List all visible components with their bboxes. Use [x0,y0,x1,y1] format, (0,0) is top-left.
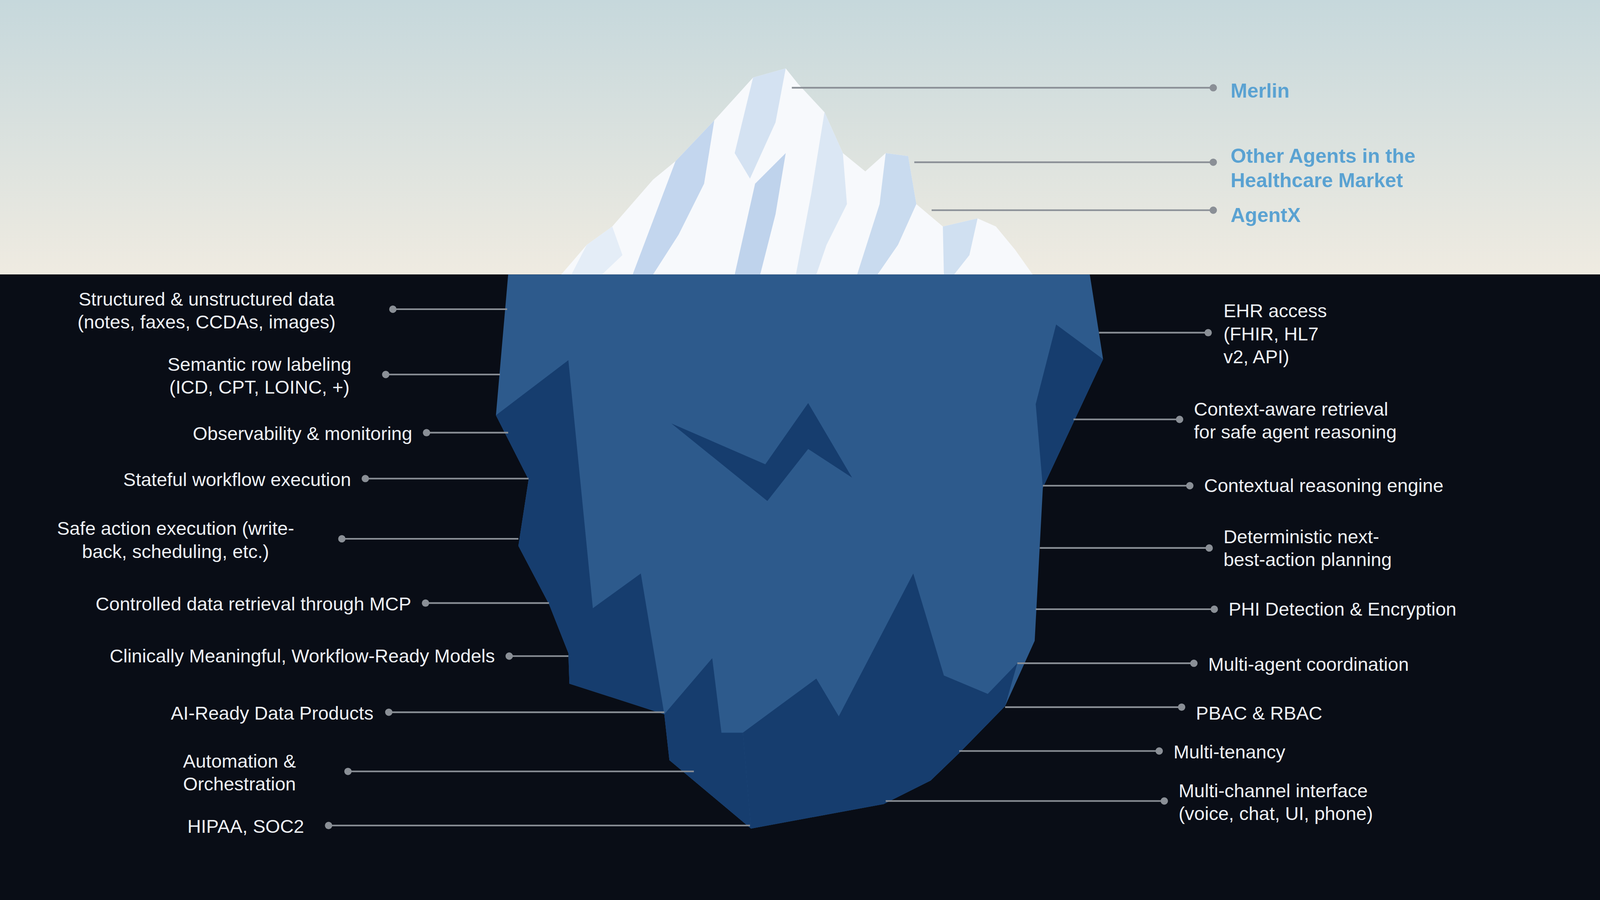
ice-facet [742,573,1018,829]
capability-label: Automation & Orchestration [155,749,324,796]
leader-dot [1209,84,1217,92]
iceberg-underwater [496,274,1104,829]
capability-label: Multi-tenancy [1173,740,1286,764]
leader-line [342,538,519,540]
capability-label: Stateful workflow execution [123,468,352,491]
ice-facet [734,153,786,275]
leader-dot [344,767,352,775]
capability-label: Safe action execution (write-back, sched… [23,516,328,563]
leader-line [1035,608,1214,610]
leader-dot [1205,544,1213,552]
leader-line [425,602,550,604]
ice-facet [671,403,853,502]
leader-line [1039,547,1209,549]
capability-label: HIPAA, SOC2 [187,815,305,838]
leader-line [1073,418,1180,420]
ice-facet [496,360,665,715]
ice-facet [942,218,978,275]
capability-label: Semantic row labeling (ICD, CPT, LOINC, … [147,352,372,399]
leader-dot [1186,482,1194,490]
ice-facet [796,112,848,275]
ice-facet [1035,324,1103,488]
capability-label: Contextual reasoning engine [1204,474,1444,498]
leader-line [914,161,1214,164]
leader-dot [422,599,430,607]
leader-line [365,477,529,480]
capability-label: Multi-channel interface (voice, chat, UI… [1178,779,1435,826]
leader-line [385,373,500,376]
agent-label: Merlin [1230,78,1290,104]
ice-facet [857,153,917,275]
water [0,274,1600,900]
leader-dot [324,822,332,830]
ice-facet [571,226,623,275]
ice-facet [664,658,752,829]
leader-line [392,308,508,310]
leader-line [348,770,694,773]
leader-line [1005,706,1182,708]
capability-label: Structured & unstructured data (notes, f… [34,287,379,334]
capability-label: PBAC & RBAC [1196,701,1323,725]
capability-label: Observability & monitoring [192,422,413,446]
leader-line [885,800,1164,802]
leader-dot [382,370,390,378]
capability-label: Deterministic next-best-action planning [1223,525,1476,572]
leader-dot [1204,328,1212,336]
leader-dot [1190,659,1198,667]
capability-label: EHR access (FHIR, HL7 v2, API) [1223,299,1376,368]
capability-label: Context-aware retrieval for safe agent r… [1194,397,1450,444]
capability-label: AI-Ready Data Products [170,701,374,725]
leader-dot [1178,703,1186,711]
leader-line [959,750,1160,752]
capability-label: Controlled data retrieval through MCP [95,592,412,616]
capability-label: PHI Detection & Encryption [1228,597,1457,621]
ice-facet [632,120,715,275]
agent-label: Other Agents in the Healthcare Market [1230,144,1455,193]
leader-line [426,432,508,434]
leader-dot [389,305,397,313]
leader-dot [1209,206,1217,214]
capability-label: Multi-agent coordination [1208,652,1409,676]
agent-label: AgentX [1230,203,1301,228]
leader-dot [385,708,393,716]
sky [0,0,1600,275]
leader-line [931,209,1214,211]
leader-dot [505,652,513,660]
leader-line [328,824,750,827]
iceberg-tip [561,68,1033,275]
capability-label: Clinically Meaningful, Workflow-Ready Mo… [109,644,495,668]
leader-dot [361,474,369,482]
leader-dot [1176,415,1184,423]
leader-dot [1160,797,1168,805]
leader-dot [1155,747,1163,755]
leader-dot [422,428,430,436]
leader-dot [1210,605,1218,613]
leader-line [1098,332,1208,334]
leader-line [792,86,1214,89]
leader-dot [1209,158,1217,166]
leader-line [1042,484,1190,487]
leader-line [1017,662,1194,664]
leader-dot [338,535,346,543]
leader-line [509,655,569,657]
leader-line [388,711,665,714]
